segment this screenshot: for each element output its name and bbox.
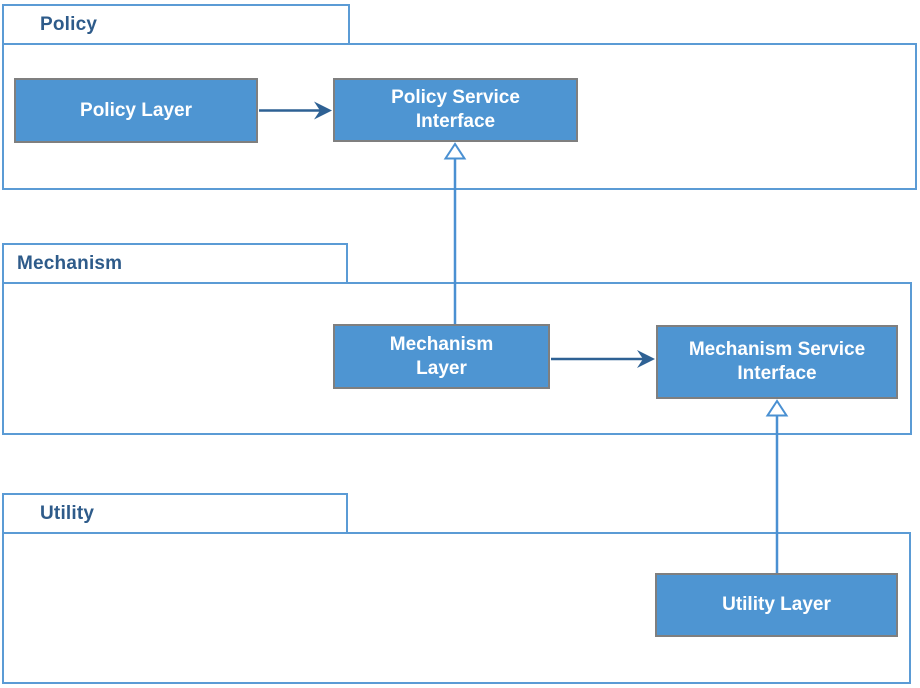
node-policy-layer: Policy Layer bbox=[14, 78, 258, 143]
node-label: Mechanism Service Interface bbox=[688, 339, 866, 384]
package-label-mechanism: Mechanism bbox=[17, 252, 123, 274]
package-tab-policy: Policy bbox=[2, 4, 350, 43]
package-body-policy bbox=[2, 43, 917, 190]
node-utility-layer: Utility Layer bbox=[655, 573, 898, 637]
package-label-policy: Policy bbox=[40, 13, 98, 35]
package-tab-utility: Utility bbox=[2, 493, 348, 532]
node-label: Utility Layer bbox=[722, 594, 831, 615]
package-label-utility: Utility bbox=[40, 502, 95, 524]
node-label: Policy Service Interface bbox=[391, 87, 520, 132]
node-label: Mechanism Layer bbox=[389, 333, 494, 379]
node-policy-service-interface: Policy Service Interface bbox=[333, 78, 578, 142]
package-body-mechanism bbox=[2, 282, 912, 435]
package-tab-mechanism: Mechanism bbox=[2, 243, 348, 282]
package-body-utility bbox=[2, 532, 911, 684]
node-label: Policy Layer bbox=[80, 99, 192, 121]
node-mechanism-layer: Mechanism Layer bbox=[333, 324, 550, 389]
node-mechanism-service-interface: Mechanism Service Interface bbox=[656, 325, 898, 399]
